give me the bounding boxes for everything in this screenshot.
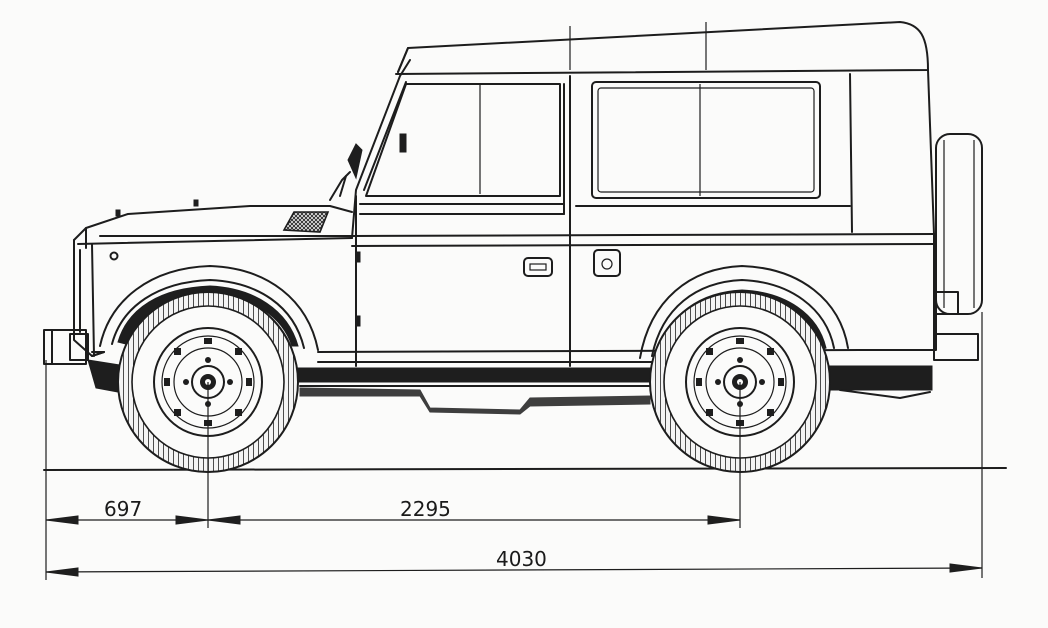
front-bumper [43,329,89,365]
rear-bumper [933,291,979,361]
dimension-wheelbase-label: 2295 [400,497,451,521]
dimension-overall-length-label: 4030 [496,547,547,571]
spare-wheel [935,133,983,315]
chassis-underbody [87,359,933,415]
dimension-lines [45,312,983,580]
dimension-front-overhang-label: 697 [104,497,142,521]
